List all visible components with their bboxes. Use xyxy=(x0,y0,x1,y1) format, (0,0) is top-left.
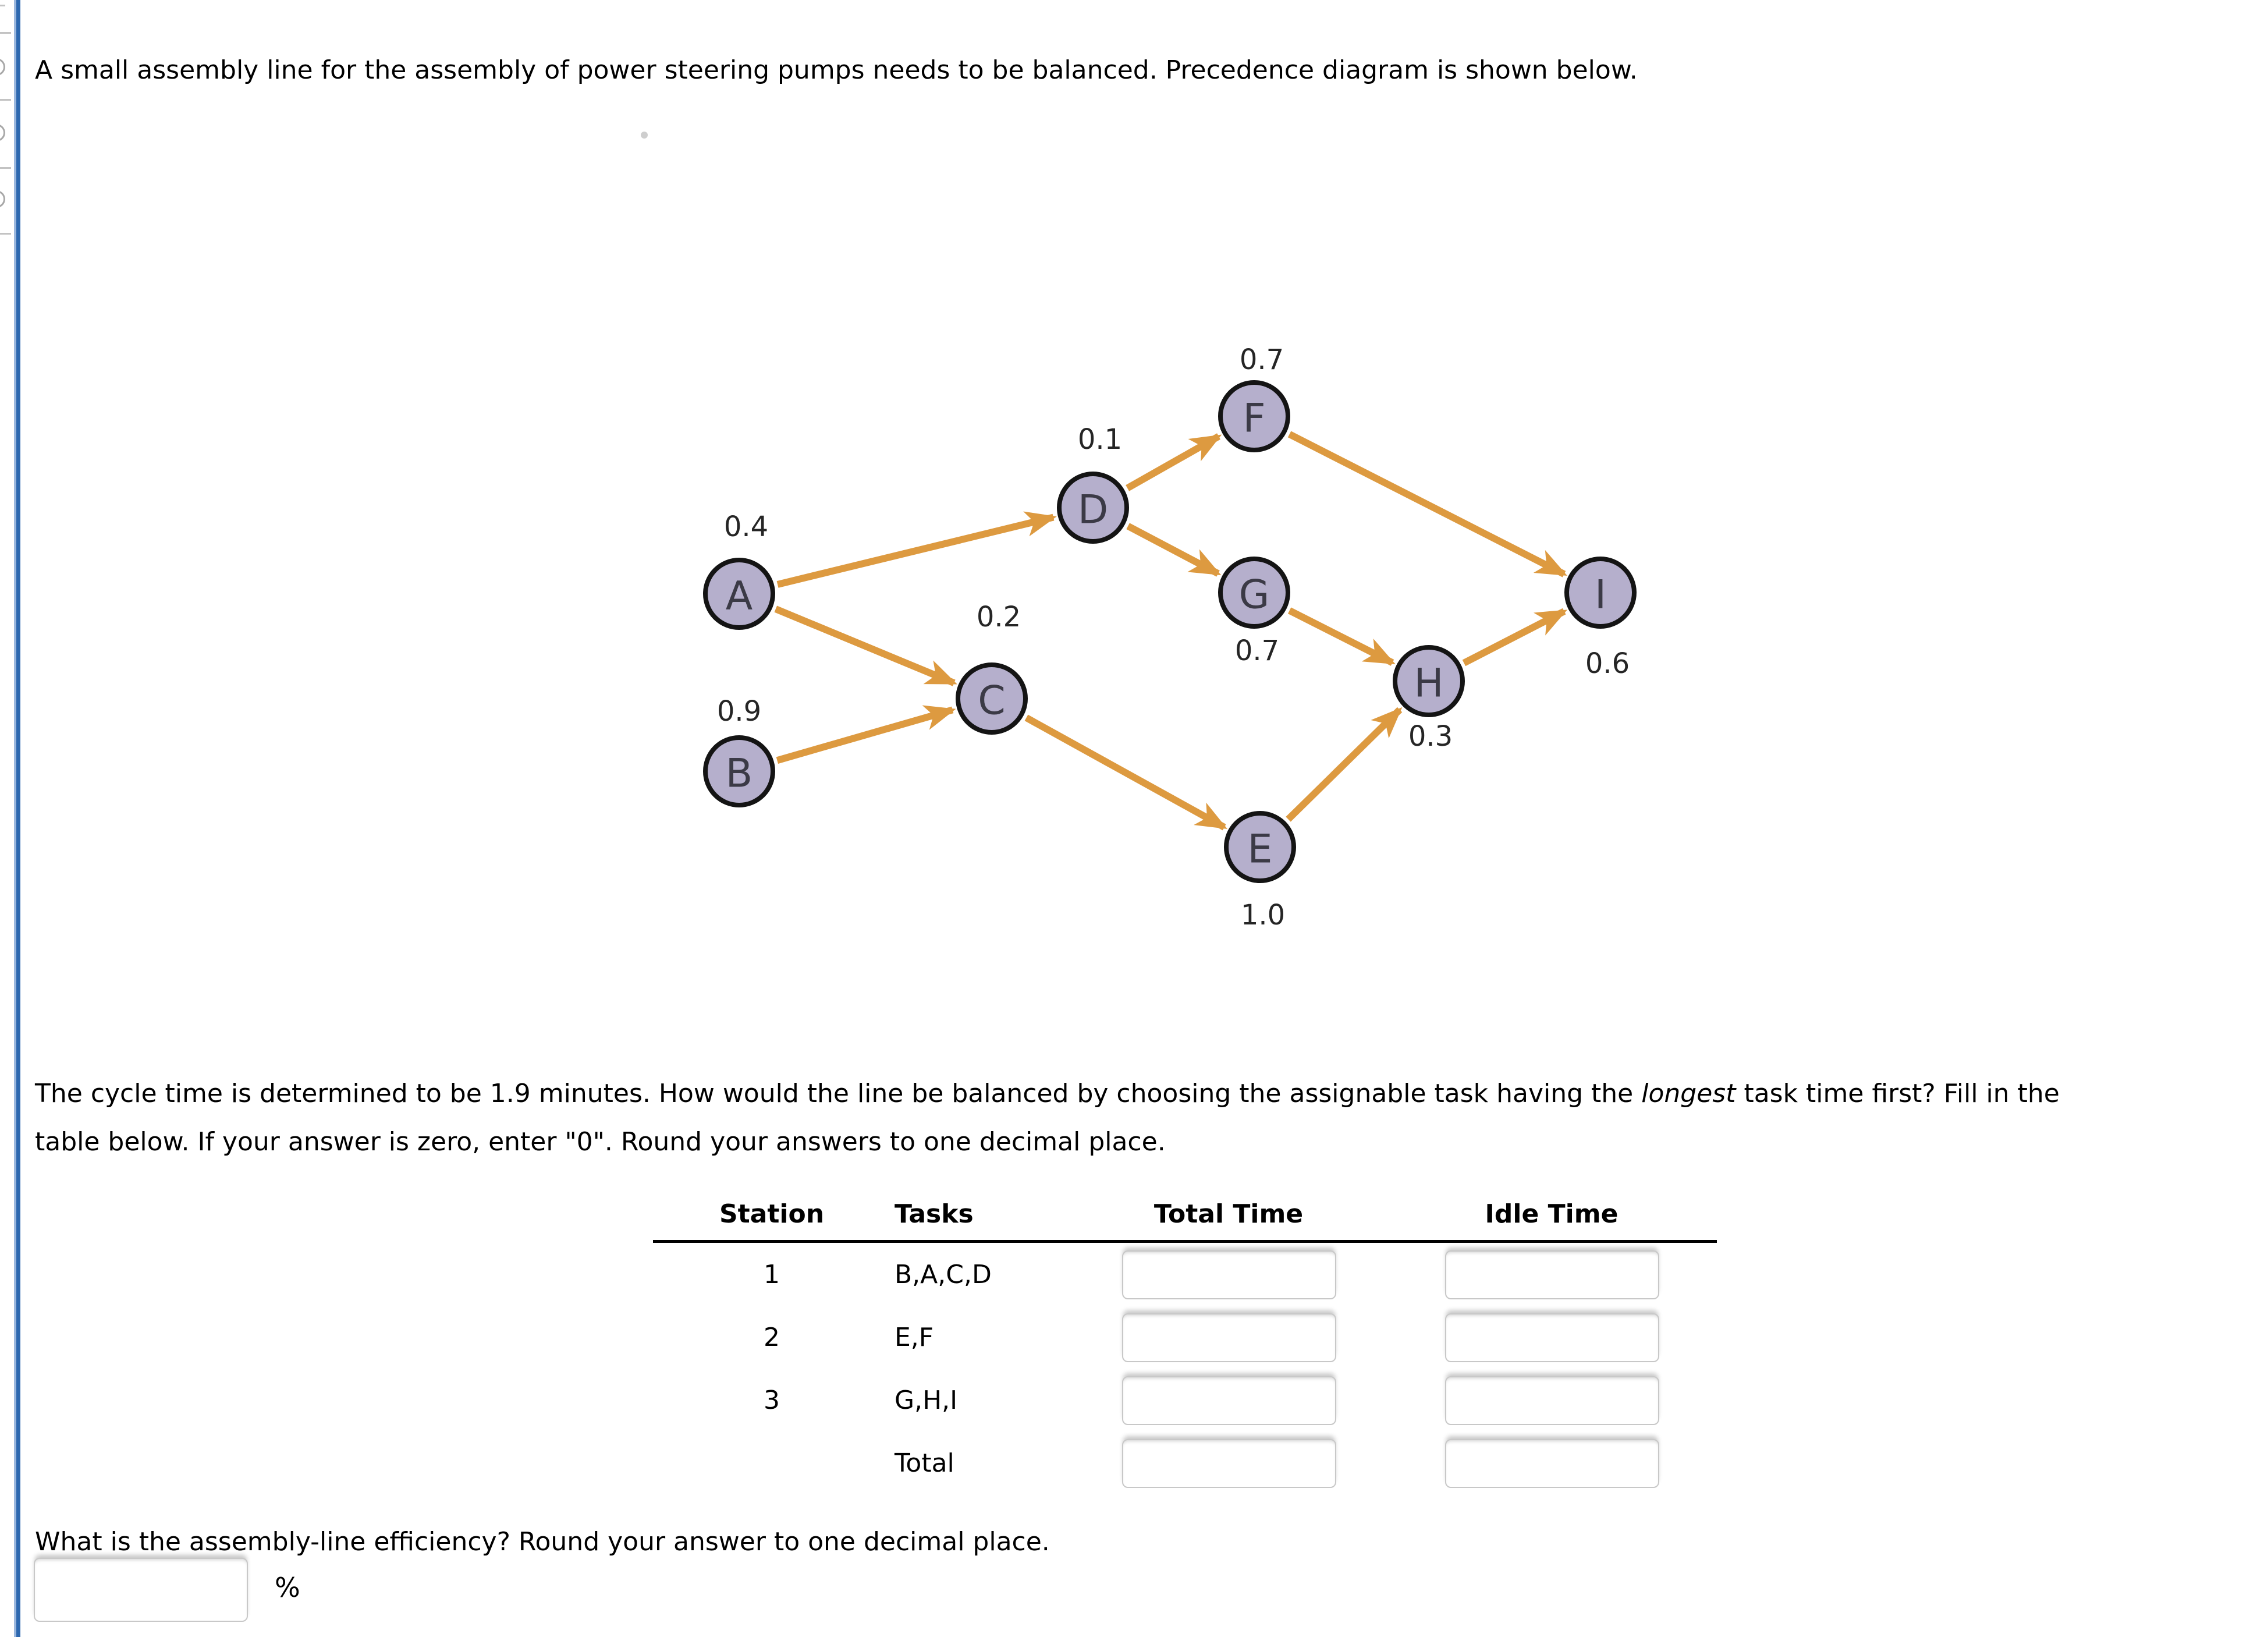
task-time-label-C: 0.2 xyxy=(977,601,1021,633)
task-node-G xyxy=(1218,557,1290,629)
tasks-cell: B,A,C,D xyxy=(895,1260,992,1289)
question-text-pre: The cycle time is determined to be 1.9 m… xyxy=(35,1079,1642,1108)
total-time-input-row2[interactable] xyxy=(1122,1313,1336,1362)
stray-dot xyxy=(641,132,648,139)
radio-button-partial-icon xyxy=(0,124,5,141)
tasks-cell: E,F xyxy=(895,1323,934,1352)
task-node-H xyxy=(1393,645,1465,717)
table-header-rule xyxy=(653,1240,1717,1243)
question-text-italic: longest xyxy=(1641,1079,1736,1108)
idle-time-input-row3[interactable] xyxy=(1445,1376,1659,1425)
left-cropped-panel xyxy=(0,0,14,1637)
task-node-E xyxy=(1224,811,1296,883)
precedence-arrow-C-E xyxy=(1024,714,1227,831)
task-time-label-I: 0.6 xyxy=(1585,647,1630,680)
column-header-total-time: Total Time xyxy=(1153,1199,1304,1229)
station-number: 3 xyxy=(764,1386,780,1415)
station-number: 2 xyxy=(764,1323,780,1352)
question-text-line1: The cycle time is determined to be 1.9 m… xyxy=(35,1077,2060,1111)
task-time-label-A: 0.4 xyxy=(724,511,768,543)
balance-table: Station Tasks Total Time Idle Time 1 B,A… xyxy=(640,1193,1723,1519)
left-divider xyxy=(0,99,11,101)
task-node-D xyxy=(1057,472,1129,544)
total-time-input-row1[interactable] xyxy=(1122,1250,1336,1299)
task-node-label-E: E xyxy=(1248,827,1273,873)
left-divider xyxy=(0,233,11,235)
task-node-label-B: B xyxy=(726,751,753,797)
idle-time-input-row1[interactable] xyxy=(1445,1250,1659,1299)
task-time-label-F: 0.7 xyxy=(1240,343,1284,376)
task-node-C xyxy=(956,662,1028,735)
task-node-label-C: C xyxy=(978,678,1005,724)
efficiency-input[interactable] xyxy=(34,1558,248,1622)
idle-time-input-row2[interactable] xyxy=(1445,1313,1659,1362)
radio-button-partial-icon xyxy=(0,190,5,208)
tasks-cell: G,H,I xyxy=(895,1386,958,1415)
task-node-label-I: I xyxy=(1595,572,1606,618)
total-time-input-row3[interactable] xyxy=(1122,1376,1336,1425)
total-row-label: Total xyxy=(895,1448,954,1478)
precedence-arrow-A-D xyxy=(776,511,1057,588)
task-time-label-D: 0.1 xyxy=(1078,423,1122,456)
task-node-label-F: F xyxy=(1243,396,1265,442)
question-text-post: task time first? Fill in the xyxy=(1735,1079,2060,1108)
left-divider xyxy=(0,32,11,34)
precedence-arrow-E-H xyxy=(1286,707,1403,822)
idle-time-input-total[interactable] xyxy=(1445,1439,1659,1488)
efficiency-question: What is the assembly-line efficiency? Ro… xyxy=(35,1527,1050,1557)
task-node-A xyxy=(703,558,775,630)
task-node-I xyxy=(1564,557,1637,629)
left-divider xyxy=(0,5,5,6)
panel-border-line xyxy=(14,0,16,1637)
precedence-arrow-D-G xyxy=(1126,523,1222,577)
task-node-F xyxy=(1218,380,1290,452)
task-node-label-D: D xyxy=(1078,487,1108,533)
radio-button-partial-icon xyxy=(0,58,5,76)
task-node-label-G: G xyxy=(1239,572,1270,618)
column-header-tasks: Tasks xyxy=(895,1199,974,1229)
question-text-line2: table below. If your answer is zero, ent… xyxy=(35,1127,1166,1157)
left-divider xyxy=(0,167,11,169)
precedence-arrow-B-C xyxy=(776,705,956,764)
task-node-B xyxy=(703,735,775,807)
intro-text: A small assembly line for the assembly o… xyxy=(35,55,1638,85)
precedence-arrow-D-F xyxy=(1126,433,1222,491)
task-node-label-H: H xyxy=(1414,661,1443,707)
percent-label: % xyxy=(275,1572,300,1603)
task-time-label-E: 1.0 xyxy=(1241,899,1285,931)
column-header-idle-time: Idle Time xyxy=(1485,1199,1619,1229)
precedence-arrow-G-H xyxy=(1287,607,1396,666)
task-time-label-H: 0.3 xyxy=(1408,720,1453,753)
task-time-label-B: 0.9 xyxy=(717,695,761,728)
station-number: 1 xyxy=(764,1260,780,1289)
task-time-label-G: 0.7 xyxy=(1235,635,1279,667)
panel-border-line xyxy=(16,0,20,1637)
precedence-arrow-A-C xyxy=(774,605,957,686)
column-header-station: Station xyxy=(719,1199,825,1229)
total-time-input-total[interactable] xyxy=(1122,1439,1336,1488)
precedence-arrow-H-I xyxy=(1462,608,1568,667)
precedence-arrow-F-I xyxy=(1287,431,1567,577)
task-node-label-A: A xyxy=(726,573,753,619)
